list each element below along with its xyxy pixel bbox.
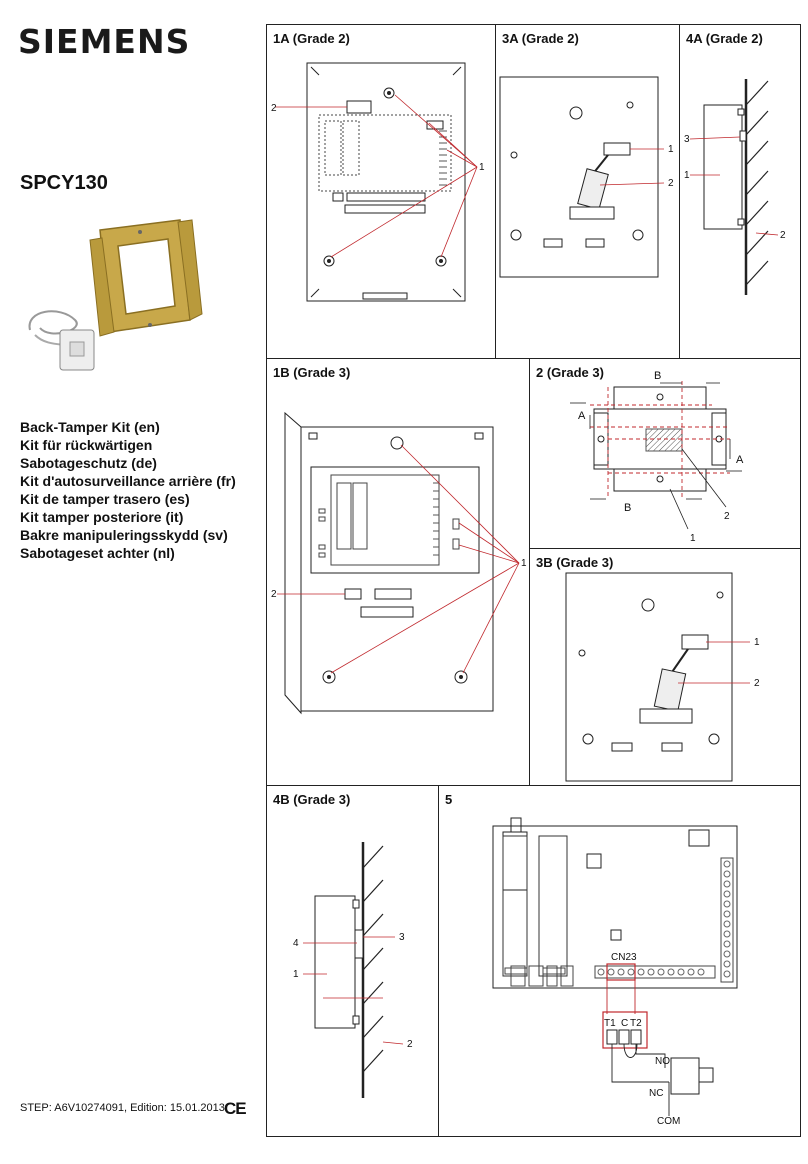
- callout-3: 3: [684, 134, 690, 145]
- dim-a-right: A: [736, 454, 744, 466]
- panel-title: 4A (Grade 2): [686, 31, 763, 46]
- document-edition: STEP: A6V10274091, Edition: 15.01.2013: [20, 1102, 225, 1114]
- diagram-4a: 3 1 2: [684, 79, 786, 295]
- language-list: Back-Tamper Kit (en) Kit für rückwärtige…: [20, 418, 245, 562]
- diagram-5: CN23 T1 C T2 NO NC COM: [492, 817, 738, 1127]
- panel-1a: 1A (Grade 2): [267, 25, 496, 359]
- diagram-1b: 2 1: [271, 411, 527, 715]
- terminal-t2: T2: [630, 1018, 642, 1029]
- language-sv: Bakre manipuleringsskydd (sv): [20, 527, 228, 543]
- diagram-grid: 1A (Grade 2): [266, 24, 801, 1137]
- callout-2: 2: [780, 230, 786, 241]
- dim-b-bottom: B: [624, 502, 631, 514]
- terminal-c: C: [621, 1018, 628, 1029]
- switch-nc: NC: [649, 1088, 663, 1099]
- callout-1: 1: [684, 170, 690, 181]
- diagram-1a: 2 1: [271, 62, 485, 302]
- callout-1: 1: [479, 162, 485, 173]
- callout-2: 2: [754, 678, 760, 689]
- panel-title: 4B (Grade 3): [273, 792, 351, 807]
- ce-mark: CE: [224, 1099, 247, 1118]
- panel-title: 5: [445, 792, 453, 807]
- callout-1: 1: [668, 144, 674, 155]
- panel-4a: 4A (Grade 2) 3 1 2: [680, 25, 800, 359]
- diagram-2: B A A B 1 2: [570, 370, 744, 544]
- diagram-3b: 1 2: [565, 572, 760, 782]
- panel-2: 2 (Grade 3): [530, 359, 800, 549]
- connector-cn23: CN23: [611, 952, 637, 963]
- product-photo: [28, 219, 203, 371]
- language-en: Back-Tamper Kit (en): [20, 419, 160, 435]
- callout-3: 3: [399, 932, 405, 943]
- callout-2: 2: [724, 511, 730, 522]
- panel-1b: 1B (Grade 3): [267, 359, 530, 786]
- language-de: Kit für rückwärtigen Sabotageschutz (de): [20, 437, 157, 471]
- product-code: SPCY130: [20, 172, 108, 194]
- callout-1: 1: [521, 558, 527, 569]
- panel-title: 1B (Grade 3): [273, 365, 351, 380]
- panel-title: 3A (Grade 2): [502, 31, 579, 46]
- terminal-t1: T1: [604, 1018, 616, 1029]
- dim-a-left: A: [578, 410, 586, 422]
- language-es: Kit de tamper trasero (es): [20, 491, 190, 507]
- language-nl: Sabotageset achter (nl): [20, 545, 175, 561]
- siemens-logo: SIEMENS: [18, 22, 191, 61]
- callout-2: 2: [407, 1039, 413, 1050]
- panel-title: 3B (Grade 3): [536, 555, 614, 570]
- callout-1: 1: [690, 533, 696, 544]
- panel-5: 5: [439, 786, 800, 1136]
- panel-3a: 3A (Grade 2) 1 2: [496, 25, 680, 359]
- callout-1: 1: [293, 969, 299, 980]
- diagram-3a: 1 2: [499, 76, 674, 278]
- callout-2: 2: [271, 103, 277, 114]
- switch-no: NO: [655, 1056, 670, 1067]
- diagram-4b: 4 3 1 2: [293, 842, 413, 1098]
- callout-2: 2: [271, 589, 277, 600]
- language-fr: Kit d'autosurveillance arrière (fr): [20, 473, 236, 489]
- callout-1: 1: [754, 637, 760, 648]
- panel-3b: 3B (Grade 3) 1 2: [530, 549, 800, 786]
- dim-b-top: B: [654, 370, 661, 382]
- panel-title: 1A (Grade 2): [273, 31, 350, 46]
- panel-title: 2 (Grade 3): [536, 365, 604, 380]
- callout-2: 2: [668, 178, 674, 189]
- callout-4: 4: [293, 938, 299, 949]
- switch-com: COM: [657, 1116, 680, 1127]
- language-it: Kit tamper posteriore (it): [20, 509, 184, 525]
- panel-4b: 4B (Grade 3) 4 3 1 2: [267, 786, 439, 1136]
